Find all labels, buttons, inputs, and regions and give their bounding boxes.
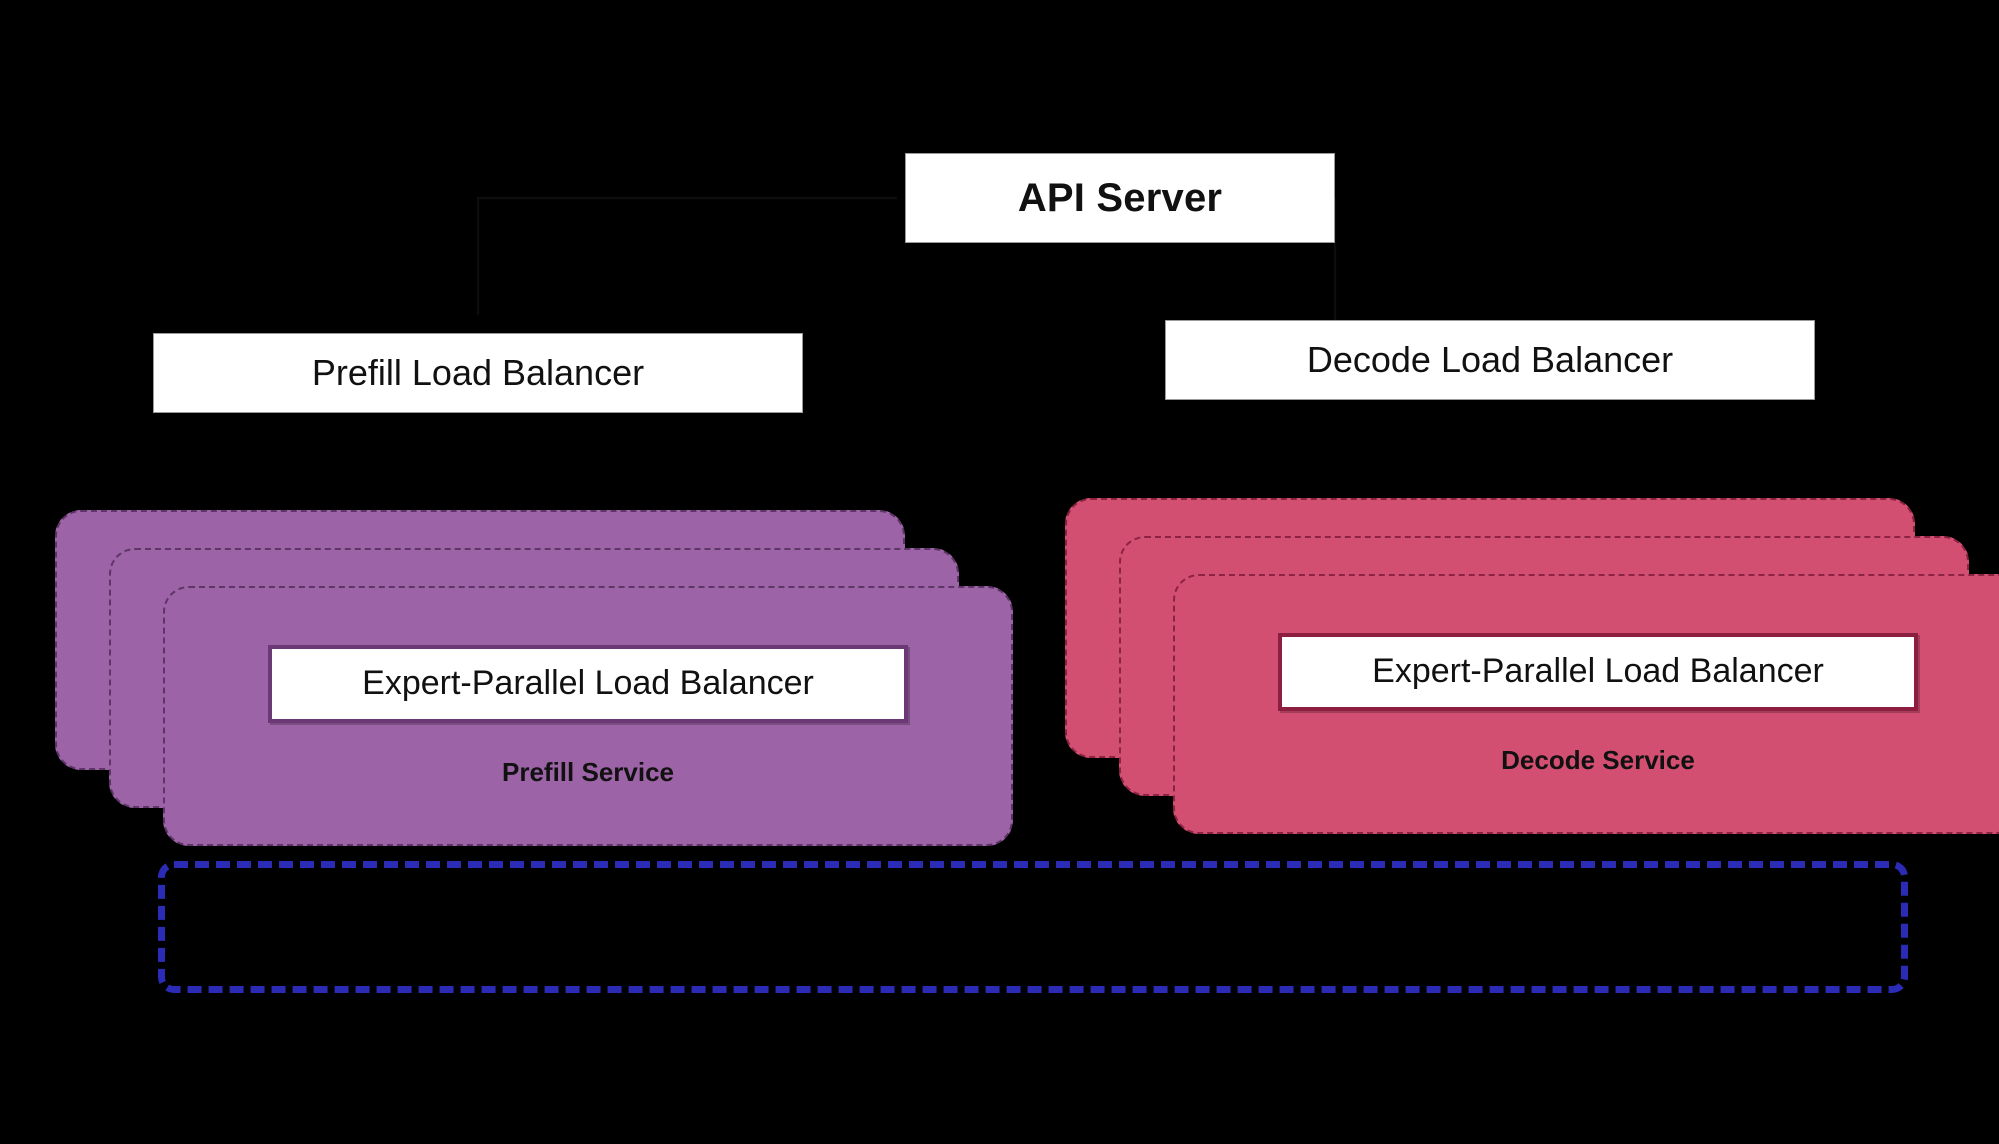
prefill-service-content: Expert-Parallel Load Balancer Prefill Se… [163,586,1013,846]
api-server-label: API Server [1017,176,1223,220]
decode-eplb-label: Expert-Parallel Load Balancer [1372,652,1824,690]
prefill-eplb-label: Expert-Parallel Load Balancer [362,664,814,702]
prefill-service-name: Prefill Service [502,756,674,787]
api-server-node[interactable]: API Server [905,153,1335,243]
decode-expert-parallel-load-balancer-box[interactable]: Expert-Parallel Load Balancer [1278,632,1918,711]
decode-service-name: Decode Service [1501,744,1695,775]
prefill-expert-parallel-load-balancer-box[interactable]: Expert-Parallel Load Balancer [268,644,908,723]
edge-api-server-to-prefill-lb [469,190,909,335]
decode-load-balancer-node[interactable]: Decode Load Balancer [1165,320,1815,400]
decode-service-content: Expert-Parallel Load Balancer Decode Ser… [1173,574,1999,834]
shared-kv-container[interactable] [158,861,1908,993]
prefill-load-balancer-label: Prefill Load Balancer [311,352,645,394]
decode-load-balancer-label: Decode Load Balancer [1306,339,1674,381]
prefill-load-balancer-node[interactable]: Prefill Load Balancer [153,333,803,413]
